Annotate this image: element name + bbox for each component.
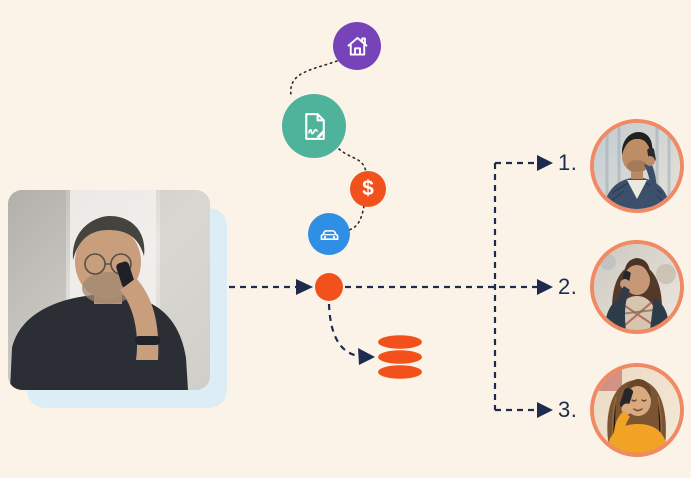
avatar-3-art: [594, 367, 680, 453]
connector-contract-to-dollar: [338, 148, 367, 173]
avatar-2-art: [594, 244, 680, 330]
avatar-1-art: [594, 123, 680, 209]
contract-glyph: [304, 112, 325, 140]
dashed-curve-dot-to-database: [327, 303, 359, 358]
arrowhead-step1-icon: [537, 155, 553, 171]
step-label-2: 2.: [558, 274, 578, 299]
dollar-icon: $: [350, 171, 386, 207]
avatar-photo-2: [590, 240, 684, 334]
contract-signature-icon: [282, 94, 346, 158]
connector-dollar-to-car: [348, 205, 365, 231]
arrowhead-step2-icon: [537, 279, 553, 295]
home-icon: [333, 22, 381, 70]
arrowhead-database-icon: [358, 348, 375, 365]
step-label-3: 3.: [558, 397, 578, 422]
man-portrait-art: [8, 190, 210, 390]
main-photo-man-on-phone: [8, 190, 210, 390]
car-glyph: [320, 229, 338, 240]
car-icon: [308, 213, 350, 255]
arrowhead-into-dot-icon: [296, 279, 313, 295]
avatar-photo-1: [590, 119, 684, 213]
database-icon: [377, 334, 423, 380]
home-glyph: [347, 36, 367, 56]
connector-home-to-contract: [290, 60, 338, 96]
step-label-1: 1.: [558, 150, 578, 175]
dollar-symbol: $: [362, 176, 374, 200]
database-glyph: [378, 335, 422, 379]
flow-dot: [315, 273, 343, 301]
avatar-photo-3: [590, 363, 684, 457]
arrowhead-step3-icon: [537, 402, 553, 418]
